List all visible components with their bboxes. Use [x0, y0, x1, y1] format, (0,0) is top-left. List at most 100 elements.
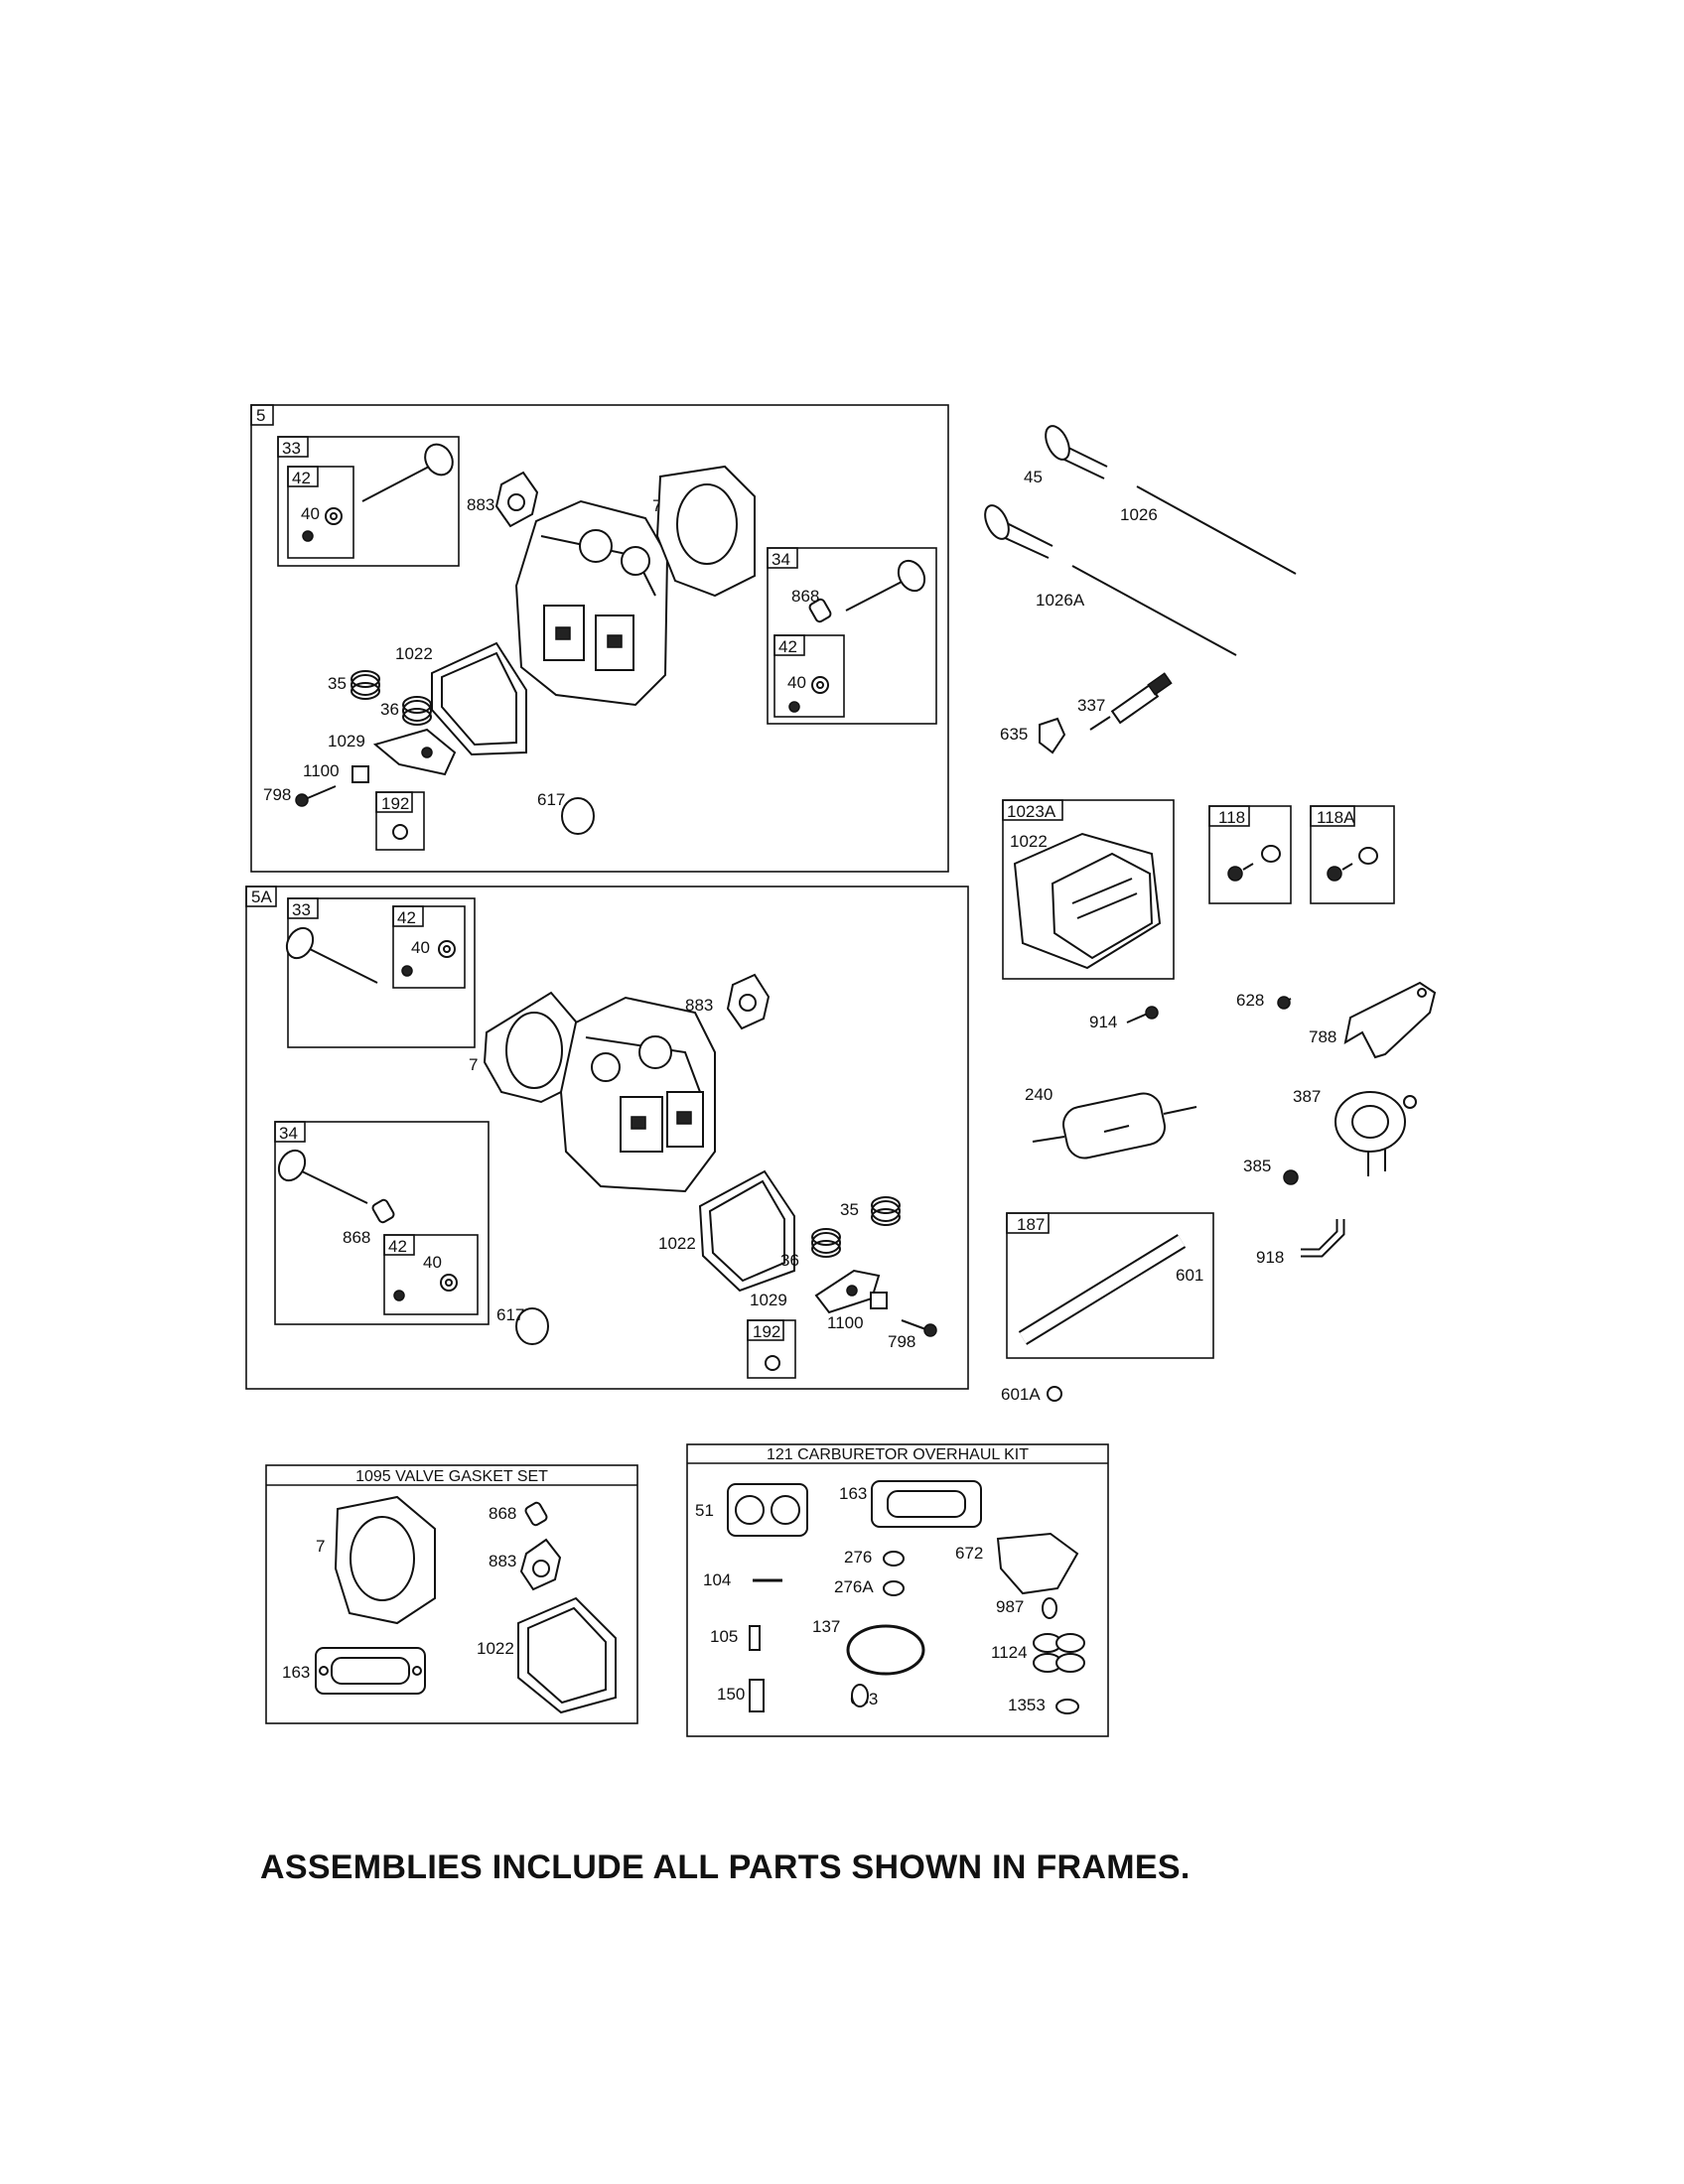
washer — [1055, 1699, 1079, 1714]
valve-guide — [808, 598, 832, 623]
needle — [749, 1625, 761, 1651]
spark-plug-boot — [1039, 717, 1066, 754]
frame-label-f5: 5 — [256, 406, 265, 425]
part-label-a5-1029: 1029 — [328, 732, 365, 751]
valve-seal — [325, 507, 343, 525]
valve-spring — [402, 696, 432, 726]
part-label-k2-104: 104 — [703, 1570, 731, 1589]
carburetor-mounting-gasket — [727, 1483, 808, 1537]
cylinder-head — [514, 499, 669, 707]
part-label-r-601: 601 — [1176, 1266, 1203, 1285]
fuel-pump — [1334, 1091, 1417, 1176]
frame-label-f5-42a: 42 — [292, 469, 311, 487]
bracket-screw — [1277, 996, 1292, 1010]
part-label-r-601a: 601A — [1001, 1385, 1041, 1404]
intake-gasket — [519, 1538, 562, 1591]
frame-34 — [767, 547, 937, 725]
part-label-r-635: 635 — [1000, 725, 1028, 744]
frame-label-f5-33: 33 — [282, 439, 301, 458]
frame-label-f5-34: 34 — [772, 550, 790, 569]
valve-cover-gasket — [517, 1596, 617, 1714]
part-label-k2-150: 150 — [717, 1685, 745, 1704]
part-label-r-337: 337 — [1077, 696, 1105, 715]
kit-121-carburetor-overhaul: 121 CARBURETOR OVERHAUL KIT 51 163 276 6… — [686, 1443, 1109, 1737]
loose-parts-mid-right: 628 788 240 387 385 918 — [1025, 981, 1437, 1267]
part-label-k2-163: 163 — [839, 1484, 867, 1503]
diaphragm-set — [1033, 1633, 1085, 1673]
exhaust-gasket — [561, 797, 595, 835]
part-label-b-1022: 1022 — [658, 1234, 696, 1253]
valve-guide — [524, 1501, 548, 1527]
part-label-k2-105: 105 — [710, 1627, 738, 1646]
intake-gasket — [494, 471, 539, 528]
frame-34 — [274, 1121, 490, 1325]
frame-label-f5a-192: 192 — [753, 1322, 780, 1341]
part-label-a5-617: 617 — [537, 790, 565, 809]
frame-label-f5a-34: 34 — [279, 1124, 298, 1143]
part-label-k2-51: 51 — [695, 1501, 714, 1520]
rocker-arm — [372, 728, 457, 776]
part-label-b-1100: 1100 — [827, 1313, 864, 1332]
part-label-r-385: 385 — [1243, 1157, 1271, 1175]
seal — [1042, 1597, 1057, 1619]
frame-118a: 118A — [1310, 805, 1395, 904]
carburetor-gasket — [871, 1480, 982, 1528]
rocker-nut — [392, 824, 408, 840]
frame-label-f187: 187 — [1017, 1215, 1045, 1234]
intake-valve-large — [984, 504, 1053, 559]
part-label-r-387: 387 — [1293, 1087, 1321, 1106]
head-gasket — [334, 1495, 436, 1625]
pump-bracket — [1343, 981, 1437, 1059]
part-label-r-1026: 1026 — [1120, 505, 1158, 524]
part-label-r-788: 788 — [1309, 1027, 1336, 1046]
frame-label-f118: 118 — [1218, 808, 1245, 827]
part-label-k1-1022: 1022 — [477, 1639, 514, 1658]
part-label-k2-276a: 276A — [834, 1577, 874, 1596]
part-label-b-40b: 40 — [423, 1253, 442, 1272]
exhaust-valve — [1045, 425, 1108, 479]
valve-guide — [371, 1198, 395, 1224]
bowl-o-ring — [846, 1624, 925, 1676]
valve-cover-gasket — [431, 641, 527, 756]
part-label-b-40: 40 — [411, 938, 430, 957]
frame-label-f118a: 118A — [1317, 808, 1355, 827]
intake-gasket — [726, 973, 771, 1030]
rocker-nut — [765, 1355, 780, 1371]
spark-plug — [1089, 672, 1173, 731]
part-label-r-45: 45 — [1024, 468, 1043, 486]
kit-1095-valve-gasket-set: 1095 VALVE GASKET SET 7 868 883 1022 163 — [265, 1464, 638, 1724]
valve-spring — [871, 1196, 901, 1226]
push-rod — [1071, 565, 1237, 656]
fuel-filter — [1032, 1092, 1197, 1160]
frame-42 — [383, 1234, 479, 1315]
carburetor-gasket — [315, 1647, 426, 1695]
part-label-r-914: 914 — [1089, 1013, 1117, 1031]
washer — [883, 1580, 905, 1596]
rocker-stud-guide — [351, 765, 369, 783]
part-label-k2-1353: 1353 — [1008, 1696, 1046, 1714]
loose-parts-upper-right: 45 1026 1026A 337 635 — [984, 425, 1297, 754]
part-label-b-868: 868 — [343, 1228, 370, 1247]
part-label-k2-987: 987 — [996, 1597, 1024, 1616]
valve-spring — [811, 1228, 841, 1258]
frame-42 — [392, 905, 466, 989]
frame-label-f5-42b: 42 — [778, 637, 797, 656]
hose-clamp — [1047, 1386, 1062, 1402]
part-label-a5-1100: 1100 — [303, 761, 340, 780]
part-label-b-1029: 1029 — [750, 1291, 787, 1309]
part-label-a5-1022: 1022 — [395, 644, 433, 663]
cylinder-head — [559, 996, 716, 1193]
push-rod — [1136, 485, 1297, 575]
part-label-a5-40: 40 — [301, 504, 320, 523]
part-label-a5-883: 883 — [467, 495, 494, 514]
part-label-b-798: 798 — [888, 1332, 915, 1351]
frame-label-f5a: 5A — [251, 887, 272, 906]
frame-label-f1023a: 1023A — [1007, 802, 1056, 821]
frame-42 — [773, 634, 845, 718]
frame-5a: 5A 33 42 40 883 7 — [245, 886, 969, 1390]
pump-screw — [1283, 1169, 1299, 1185]
frame-5: 5 33 42 40 883 7 — [250, 404, 949, 873]
part-label-k2-137: 137 — [812, 1617, 840, 1636]
intake-valve — [361, 443, 454, 502]
